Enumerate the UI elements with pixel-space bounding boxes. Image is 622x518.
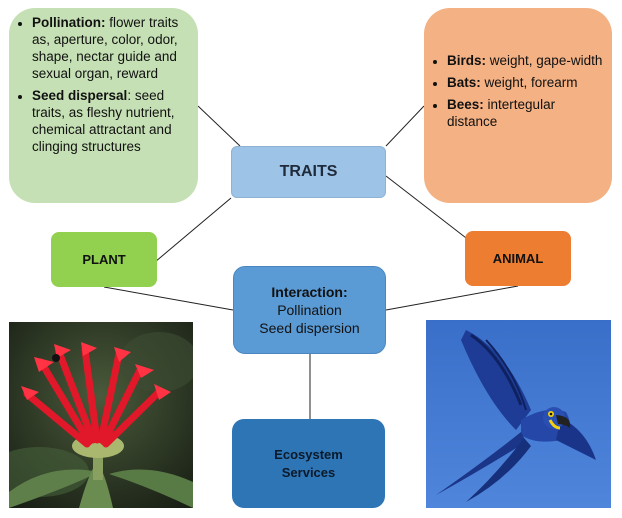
animal-node: ANIMAL — [465, 231, 571, 286]
connector-traits-to-animal — [385, 175, 471, 242]
bees-trait-item: Bees: intertegular distance — [447, 96, 604, 130]
seed-dispersal-trait-item: Seed dispersal: seed traits, as fleshy n… — [32, 87, 190, 155]
connector-traits-to-plant — [154, 197, 232, 263]
traits-node: TRAITS — [231, 146, 386, 198]
birds-trait-item: Birds: weight, gape-width — [447, 52, 604, 69]
interaction-node: Interaction: Pollination Seed dispersion — [233, 266, 386, 354]
interaction-pollination: Pollination — [277, 302, 342, 318]
ecosystem-services-node: Ecosystem Services — [232, 419, 385, 508]
flower-photo — [9, 322, 193, 508]
connector-plant-traits-to-traits — [197, 105, 241, 147]
animal-traits-box: Birds: weight, gape-width Bats: weight, … — [424, 8, 612, 203]
bats-trait-item: Bats: weight, forearm — [447, 74, 604, 91]
ecosystem-line-2: Services — [281, 464, 336, 480]
interaction-seed-dispersion: Seed dispersion — [259, 320, 360, 336]
plant-node: PLANT — [51, 232, 157, 287]
connector-animal-traits-to-traits — [385, 105, 425, 147]
ecosystem-line-1: Ecosystem — [274, 446, 343, 462]
pollination-trait-item: Pollination: flower traits as, aperture,… — [32, 14, 190, 82]
macaw-photo — [426, 320, 611, 508]
interaction-title: Interaction: — [271, 284, 348, 300]
connector-animal-to-interaction — [385, 285, 519, 311]
plant-traits-box: Pollination: flower traits as, aperture,… — [9, 8, 198, 203]
connector-plant-to-interaction — [103, 286, 234, 311]
